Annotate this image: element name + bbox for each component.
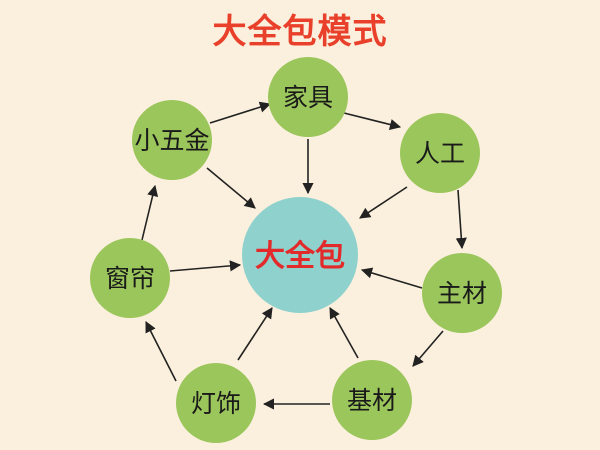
node-label-jicai: 基材 — [347, 386, 397, 415]
arrow-zhucai-to-center — [360, 267, 423, 289]
arrow-xiaowujin-to-jiaju — [209, 101, 272, 124]
center-node: 大全包 — [242, 197, 358, 313]
node-circle-xiaowujin — [132, 100, 212, 180]
node-label-dengshi: 灯饰 — [191, 389, 241, 418]
center-label: 大全包 — [255, 239, 345, 274]
arrow-chuanglian-to-xiaowujin — [141, 184, 159, 241]
diagram-title: 大全包模式 — [212, 12, 388, 52]
arrow-dengshi-to-chuanglian — [145, 321, 177, 382]
node-circle-rengong — [400, 113, 480, 193]
center-circle — [242, 197, 358, 313]
node-circle-chuanglian — [90, 238, 170, 318]
arrow-rengong-to-center — [359, 186, 408, 219]
node-jicai: 基材 — [332, 360, 412, 440]
node-chuanglian: 窗帘 — [90, 238, 170, 318]
node-circle-zhucai — [422, 253, 502, 333]
node-dengshi: 灯饰 — [176, 363, 256, 443]
arrow-chuanglian-to-center — [169, 260, 242, 272]
node-label-jiaju: 家具 — [283, 83, 333, 112]
node-circle-dengshi — [176, 363, 256, 443]
node-label-xiaowujin: 小五金 — [134, 126, 209, 155]
arrow-jiaju-to-rengong — [339, 111, 402, 130]
node-zhucai: 主材 — [422, 253, 502, 333]
node-label-zhucai: 主材 — [437, 279, 487, 308]
node-jiaju: 家具 — [268, 57, 348, 137]
arrow-xiaowujin-to-center — [206, 167, 256, 209]
arrows-layer — [141, 101, 467, 410]
node-label-rengong: 人工 — [415, 139, 465, 168]
arrow-rengong-to-zhucai — [455, 189, 467, 250]
node-circle-jicai — [332, 360, 412, 440]
node-label-chuanglian: 窗帘 — [105, 264, 155, 293]
arrow-jicai-to-center — [329, 307, 359, 359]
node-rengong: 人工 — [400, 113, 480, 193]
arrow-zhucai-to-jicai — [412, 330, 444, 367]
node-circle-jiaju — [268, 57, 348, 137]
node-xiaowujin: 小五金 — [132, 100, 212, 180]
arrow-dengshi-to-center — [237, 307, 273, 361]
